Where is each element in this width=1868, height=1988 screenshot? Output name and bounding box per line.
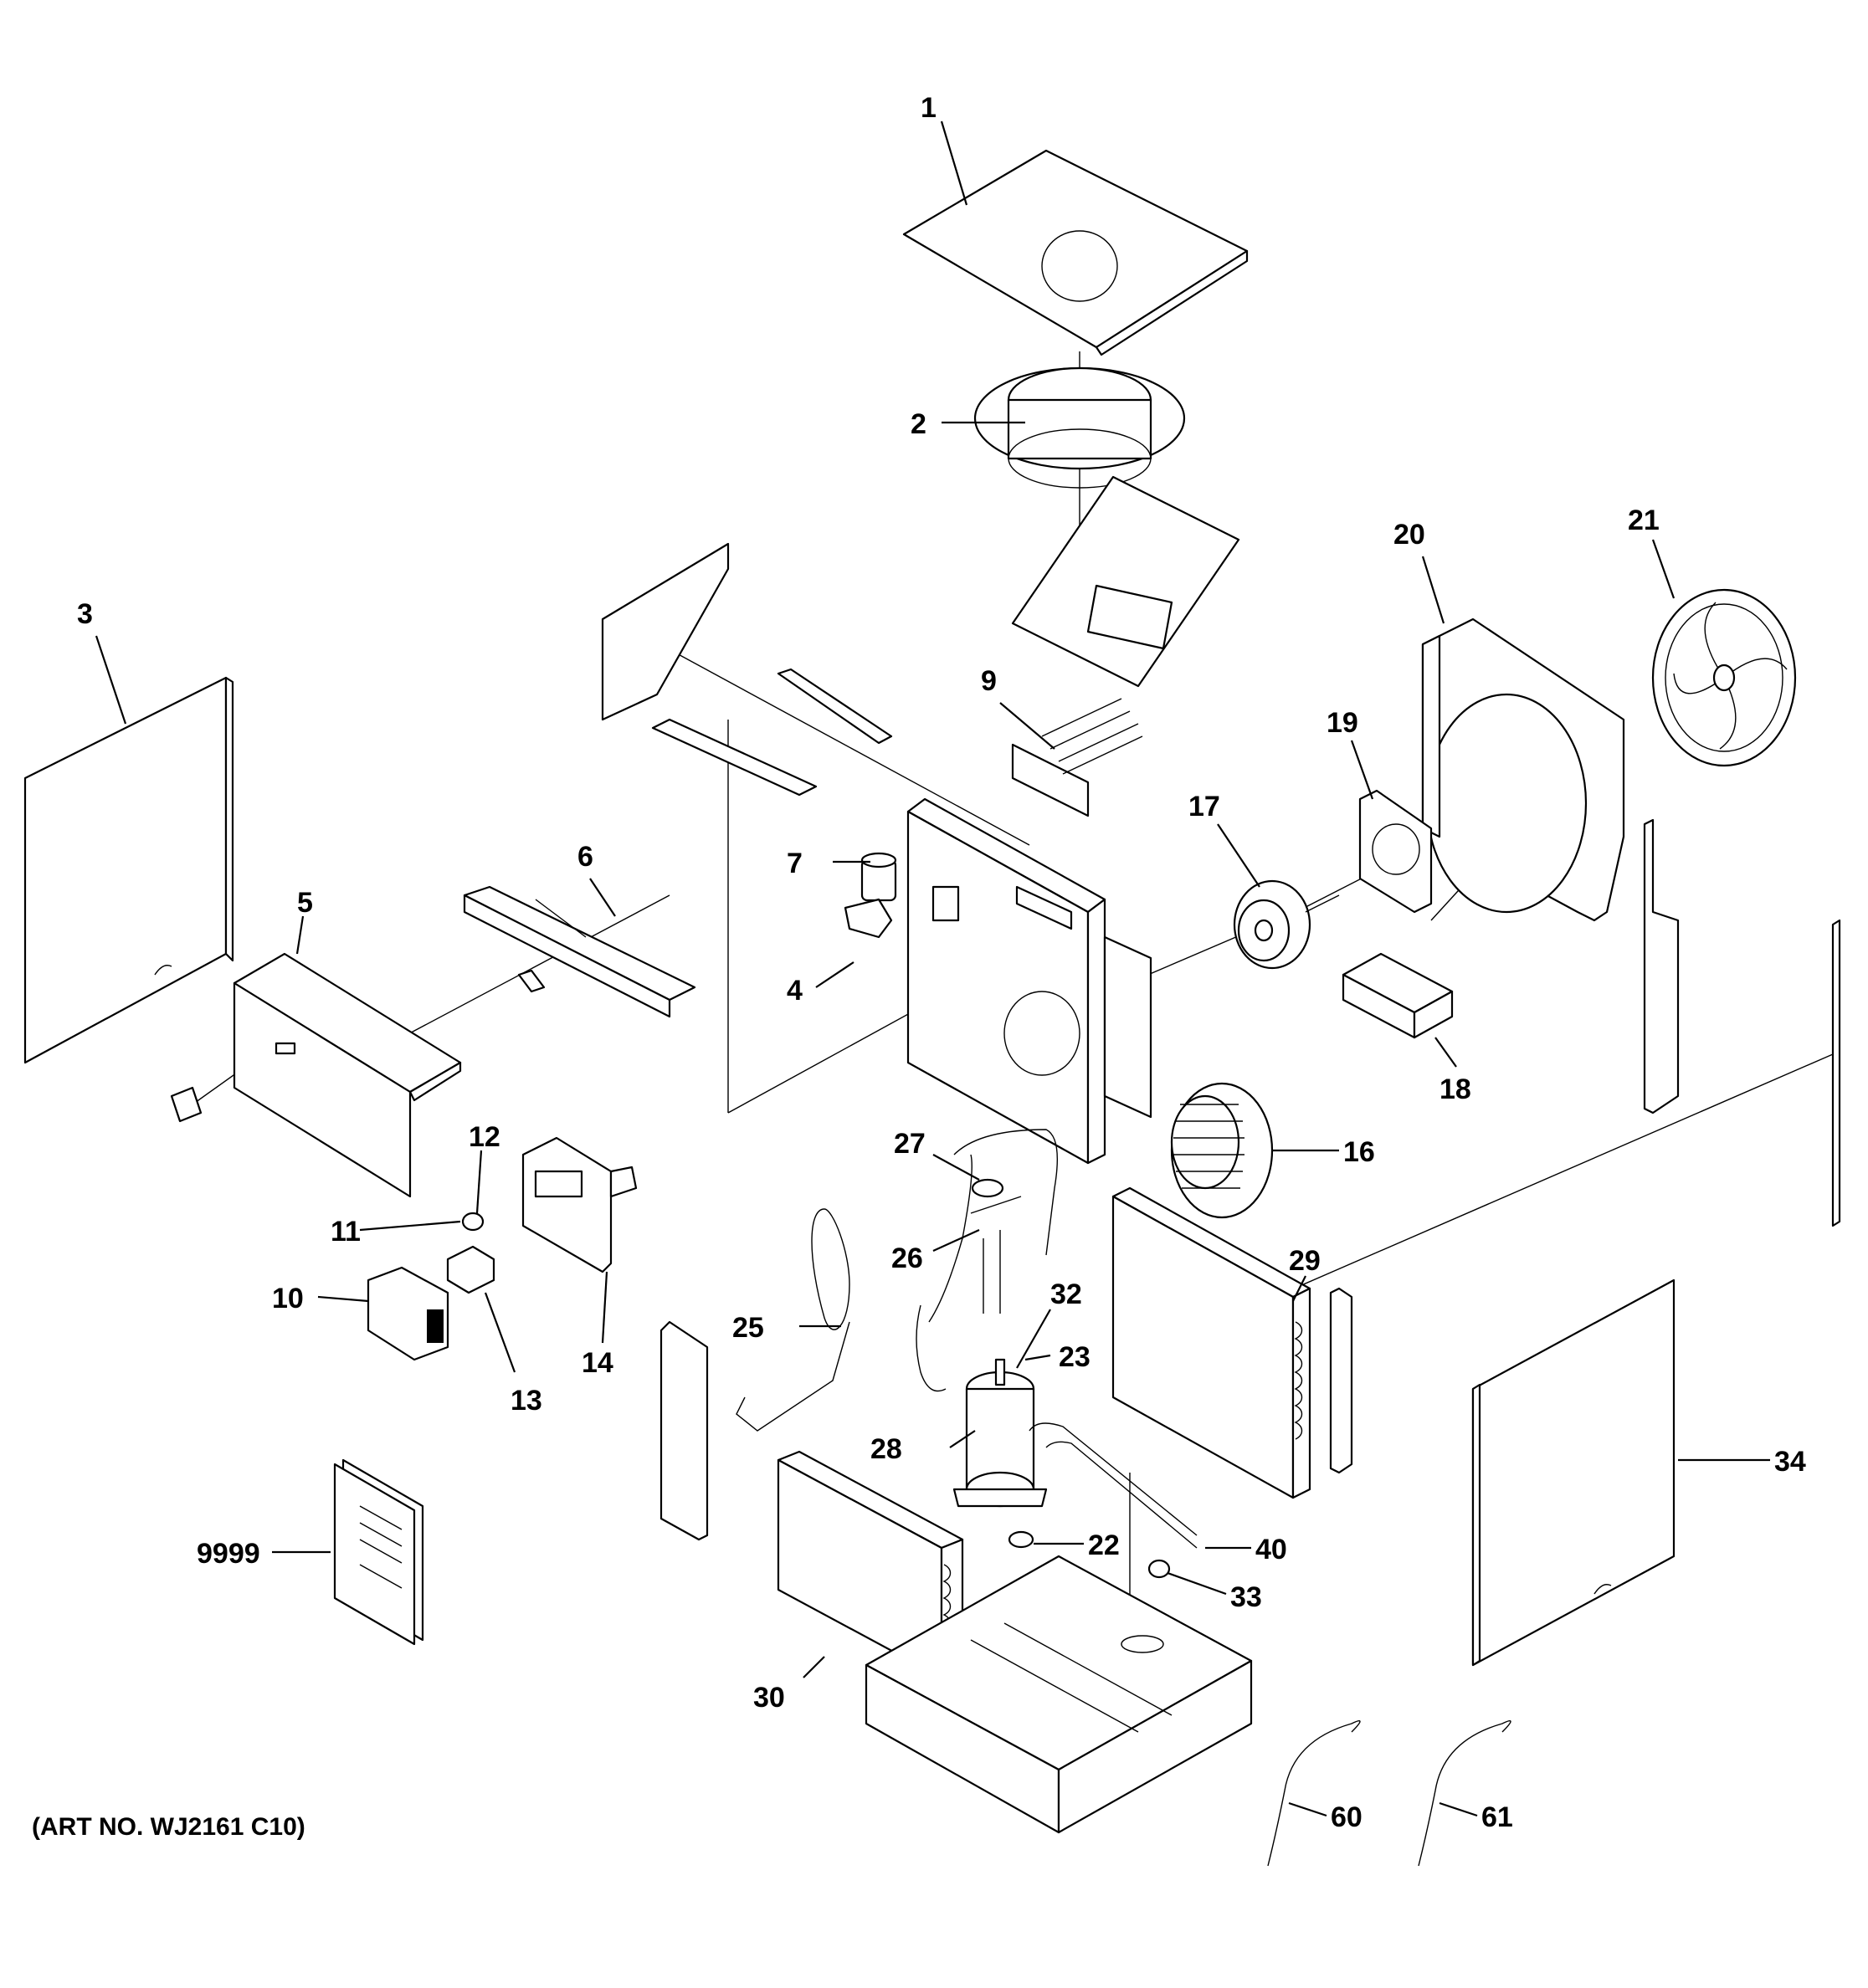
callout-26: 26 (891, 1242, 923, 1274)
upper-brackets (601, 542, 893, 797)
callout-6: 6 (577, 841, 593, 873)
relay (844, 898, 893, 939)
callout-40: 40 (1255, 1534, 1287, 1565)
callout-21: 21 (1628, 505, 1660, 536)
callout-29: 29 (1289, 1245, 1321, 1277)
switch-bracket (521, 1136, 638, 1273)
right-rails (1643, 818, 1841, 1227)
callout-14: 14 (582, 1347, 613, 1379)
callout-4: 4 (787, 975, 803, 1007)
callout-1: 1 (921, 92, 937, 124)
callout-11: 11 (331, 1216, 361, 1248)
air-duct (1011, 475, 1240, 688)
center-partition (906, 797, 1152, 1165)
callout-27: 27 (894, 1128, 926, 1160)
callout-2: 2 (911, 408, 926, 440)
left-side-panel (23, 676, 234, 1064)
fan-shroud (1421, 617, 1625, 922)
coil-side-bracket (1329, 1287, 1353, 1474)
fan-motor (1233, 879, 1340, 970)
right-side-panel (1471, 1278, 1676, 1667)
callout-5: 5 (297, 887, 313, 919)
evaporator-coil (1111, 1186, 1311, 1499)
control-bracket (463, 885, 696, 1018)
control-cover (170, 952, 462, 1198)
condenser-fan-blade (1651, 588, 1797, 767)
motor-mount (1358, 789, 1433, 914)
discharge-line (1029, 1422, 1198, 1549)
callout-10: 10 (272, 1283, 304, 1314)
callout-61: 61 (1481, 1801, 1513, 1833)
callout-22: 22 (1088, 1529, 1120, 1561)
display-board-13 (446, 1245, 495, 1294)
suction-discharge-tubes (916, 1129, 1059, 1392)
callout-16: 16 (1343, 1136, 1375, 1168)
top-panel (902, 149, 1249, 356)
motor-bracket (1342, 952, 1454, 1039)
callout-9: 9 (981, 665, 997, 697)
heater-element (1011, 698, 1143, 817)
left-post (659, 1320, 709, 1541)
callout-13: 13 (511, 1385, 542, 1417)
callout-25: 25 (732, 1312, 764, 1344)
capillary-tube (736, 1208, 850, 1432)
callout-23: 23 (1059, 1341, 1091, 1373)
callout-17: 17 (1188, 791, 1220, 822)
callout-30: 30 (753, 1682, 785, 1714)
leader-lines (95, 120, 1770, 1817)
blower-wheel (1170, 1082, 1274, 1219)
callout-28: 28 (870, 1433, 902, 1465)
callout-32: 32 (1050, 1278, 1082, 1310)
grommet-22 (1008, 1530, 1034, 1549)
callout-labels: 1 2 3 4 5 6 7 9 10 11 12 13 14 16 17 18 … (77, 92, 1806, 1833)
callout-3: 3 (77, 598, 93, 630)
callout-34: 34 (1774, 1446, 1806, 1478)
callout-20: 20 (1393, 519, 1425, 551)
callout-7: 7 (787, 848, 803, 879)
callout-19: 19 (1327, 707, 1358, 739)
orifice-ring (973, 366, 1186, 489)
callout-12: 12 (469, 1121, 500, 1153)
callout-18: 18 (1439, 1073, 1471, 1105)
switch-11-12 (461, 1212, 485, 1232)
capacitor (860, 852, 897, 902)
callout-9999: 9999 (197, 1538, 260, 1570)
compressor (952, 1358, 1048, 1508)
art-number: (ART NO. WJ2161 C10) (32, 1813, 305, 1841)
wire-harness-61 (1418, 1720, 1511, 1867)
wire-harness-60 (1267, 1720, 1361, 1867)
callout-33: 33 (1230, 1581, 1262, 1613)
owners-manual (333, 1458, 424, 1646)
callout-60: 60 (1331, 1801, 1363, 1833)
base-pan (865, 1555, 1253, 1834)
control-panel-10 (367, 1266, 449, 1361)
thermostat-33 (1147, 1559, 1171, 1579)
